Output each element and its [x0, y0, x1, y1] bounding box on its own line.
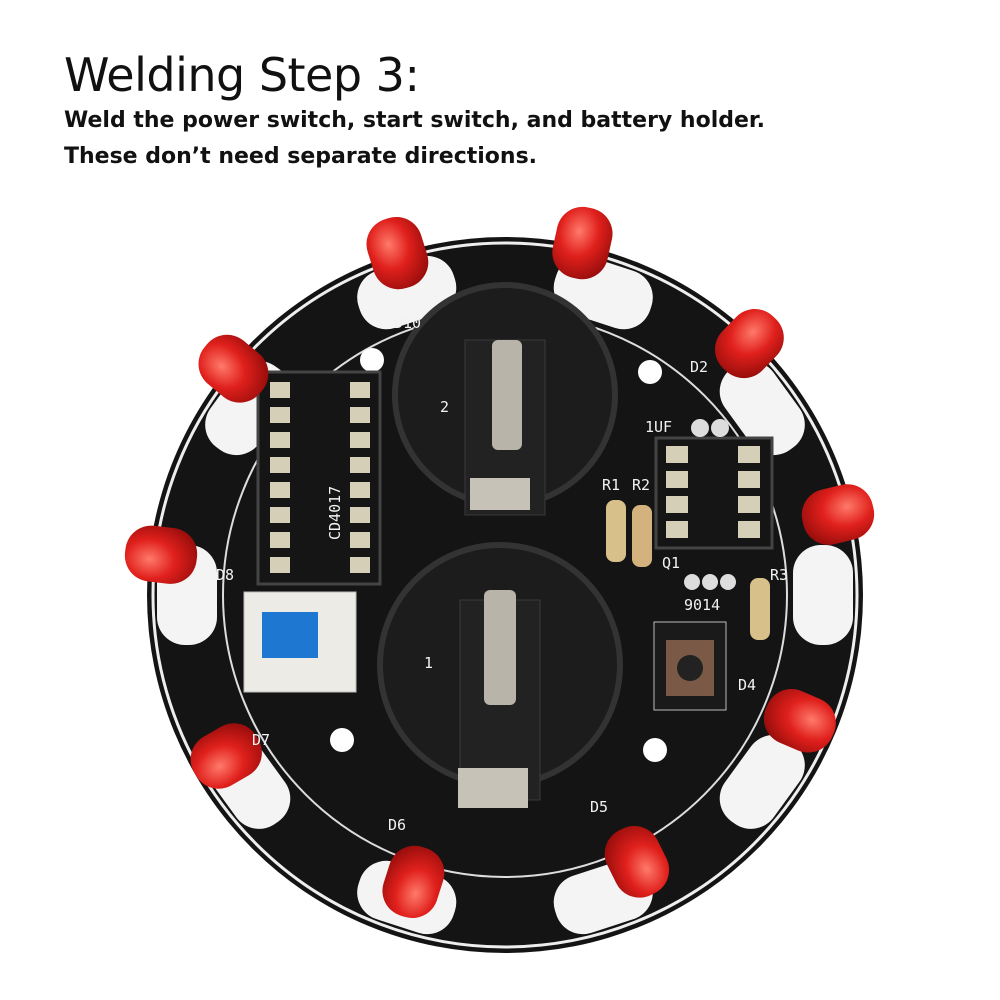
- mount-hole: [360, 348, 384, 372]
- label-r1: R1: [602, 476, 620, 494]
- label-9014: 9014: [684, 596, 720, 614]
- socket-pin: [666, 521, 688, 538]
- socket-pin: [270, 557, 290, 573]
- label-ic: CD4017: [326, 486, 344, 540]
- red-led: [382, 845, 445, 919]
- socket-pin: [666, 496, 688, 513]
- label-d5: D5: [590, 798, 608, 816]
- label-d2: D2: [690, 358, 708, 376]
- label-d10: D10: [394, 314, 421, 332]
- mount-hole: [330, 728, 354, 752]
- battery-holder-2: [392, 282, 618, 516]
- socket-pin: [666, 471, 688, 488]
- led-pad: [793, 545, 853, 645]
- label-cap: 1UF: [645, 418, 672, 436]
- instruction-line-1: Weld the power switch, start switch, and…: [64, 108, 765, 133]
- socket-pin: [350, 407, 370, 423]
- socket-pin: [738, 446, 760, 463]
- instruction-line-2: These don’t need separate directions.: [64, 144, 538, 169]
- socket-pin: [738, 521, 760, 538]
- resistor-r3: [750, 578, 770, 640]
- red-led: [124, 525, 198, 584]
- socket-pin: [350, 507, 370, 523]
- led-pad: [719, 734, 805, 829]
- battery-holder-1: [377, 542, 623, 808]
- red-led: [190, 723, 262, 789]
- page-title: Welding Step 3:: [64, 48, 420, 102]
- socket-pin: [270, 407, 290, 423]
- socket-pin: [350, 432, 370, 448]
- power-switch: [243, 591, 357, 693]
- red-led: [366, 216, 429, 290]
- red-led: [552, 206, 613, 280]
- socket-pin: [738, 471, 760, 488]
- label-d4: D4: [738, 676, 756, 694]
- socket-pin: [270, 432, 290, 448]
- resistor-r2: [632, 505, 652, 567]
- red-led: [801, 484, 875, 545]
- start-button: [653, 621, 727, 711]
- label-d8: D8: [216, 566, 234, 584]
- socket-pin: [270, 382, 290, 398]
- red-led: [714, 309, 784, 379]
- socket-pin: [270, 482, 290, 498]
- socket-pin: [350, 482, 370, 498]
- mount-hole: [643, 738, 667, 762]
- label-q1: Q1: [662, 554, 680, 572]
- switch-cap: [262, 612, 318, 658]
- socket-pin: [350, 557, 370, 573]
- label-r3: R3: [770, 566, 788, 584]
- label-battery-2: 2: [440, 398, 449, 416]
- socket-pin: [350, 382, 370, 398]
- socket-pin: [270, 507, 290, 523]
- label-d6: D6: [388, 816, 406, 834]
- mount-hole: [638, 360, 662, 384]
- socket-pin: [738, 496, 760, 513]
- led-pad: [719, 361, 805, 456]
- red-leds: [124, 206, 875, 919]
- ic-socket-8pin: [654, 436, 774, 550]
- red-led: [763, 689, 836, 753]
- label-r2: R2: [632, 476, 650, 494]
- red-led: [198, 334, 269, 403]
- red-led: [604, 825, 670, 898]
- socket-pin: [270, 457, 290, 473]
- label-battery-1: 1: [424, 654, 433, 672]
- socket-pin: [350, 532, 370, 548]
- socket-pin: [270, 532, 290, 548]
- resistor-r1: [606, 500, 626, 562]
- socket-pin: [350, 457, 370, 473]
- socket-pin: [666, 446, 688, 463]
- label-d7: D7: [252, 731, 270, 749]
- ic-socket-16pin: [256, 370, 382, 586]
